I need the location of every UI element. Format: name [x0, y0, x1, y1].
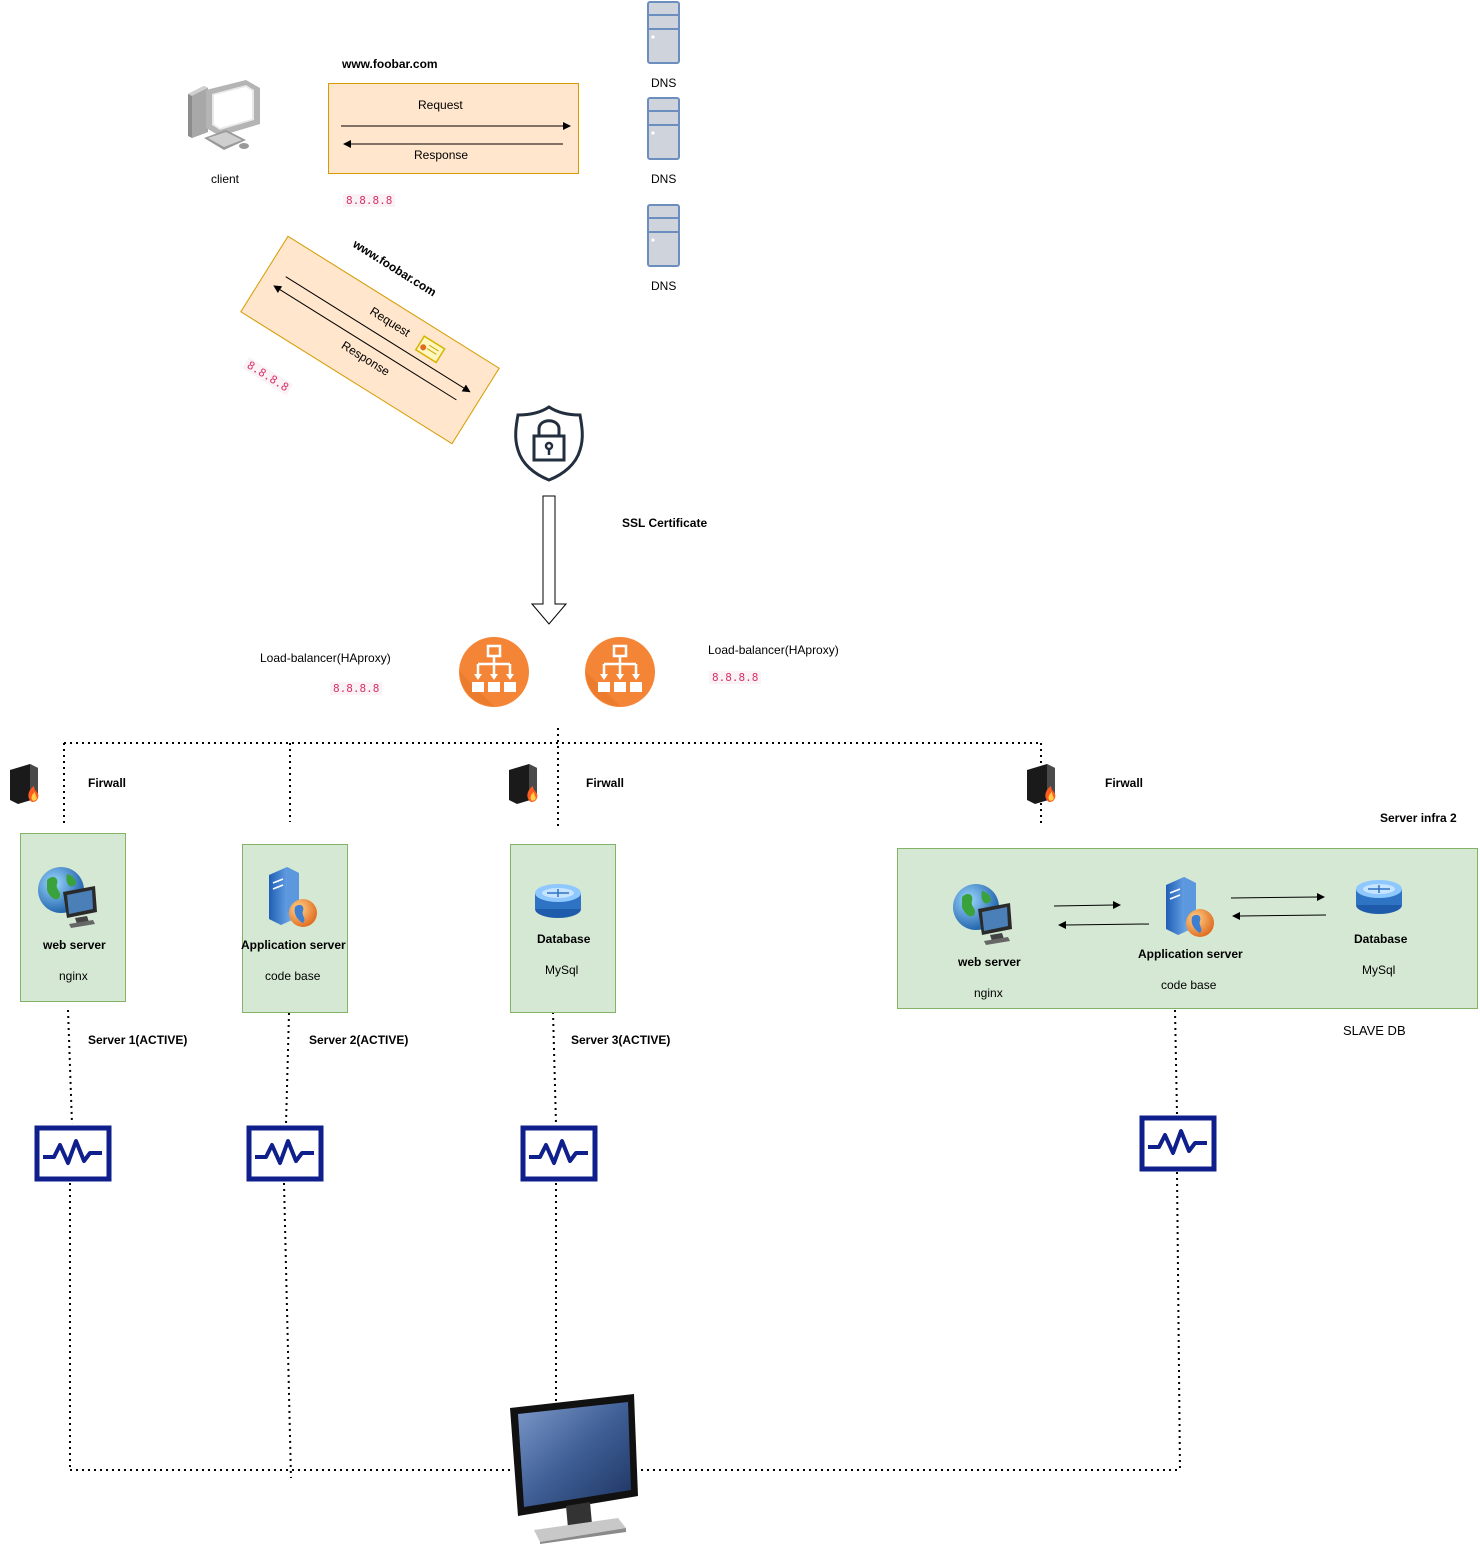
ssl-shield-lock-icon: [510, 404, 588, 482]
infra2-db-title: Database: [1354, 932, 1408, 946]
top-request-arrows: [341, 122, 571, 148]
dns-server-icon: [647, 97, 681, 161]
top-response-label: Response: [414, 148, 469, 162]
web-server-globe-icon: [952, 883, 1018, 945]
firewall-icon: [1025, 762, 1061, 804]
infra2-app-subtitle: code base: [1161, 978, 1217, 992]
application-server-icon: [265, 865, 321, 929]
server-2-title: Application server: [241, 938, 346, 952]
dns-server-icon: [647, 204, 681, 268]
server-3-subtitle: MySql: [545, 963, 579, 977]
monitoring-icon: [246, 1125, 324, 1182]
web-server-globe-icon: [37, 866, 103, 928]
firewall-label-1: Firwall: [88, 776, 127, 790]
firewall-label-2: Firwall: [586, 776, 625, 790]
monitoring-icon: [34, 1125, 112, 1182]
client-computer-icon: [186, 80, 266, 156]
database-icon: [1354, 877, 1404, 917]
infra2-box: web server nginx Application server code…: [897, 848, 1478, 1009]
monitoring-icon: [1139, 1115, 1217, 1172]
server-1-status: Server 1(ACTIVE): [88, 1033, 188, 1047]
server-1-subtitle: nginx: [59, 969, 88, 983]
top-domain-label: www.foobar.com: [342, 57, 438, 71]
infra2-db-subtitle: MySql: [1362, 963, 1396, 977]
dns-label-2: DNS: [651, 172, 677, 186]
ssl-down-arrow: [530, 495, 568, 625]
server-3-status: Server 3(ACTIVE): [571, 1033, 671, 1047]
infra2-web-title: web server: [958, 955, 1021, 969]
firewall-label-3: Firwall: [1105, 776, 1144, 790]
slave-db-label: SLAVE DB: [1343, 1023, 1406, 1038]
infra2-app-title: Application server: [1138, 947, 1243, 961]
firewall-icon: [8, 762, 44, 804]
server-2-subtitle: code base: [265, 969, 321, 983]
top-request-label: Request: [418, 98, 463, 112]
dns-label-1: DNS: [651, 76, 677, 90]
server-2-box: Application server code base: [241, 844, 348, 1013]
load-balancer-icon: [458, 636, 530, 708]
server-3-title: Database: [537, 932, 591, 946]
database-icon: [533, 881, 583, 921]
infra2-web-subtitle: nginx: [974, 986, 1003, 1000]
certificate-icon: [414, 335, 446, 364]
load-balancer-label-2: Load-balancer(HAproxy): [708, 643, 839, 657]
load-balancer-ip-2: 8.8.8.8: [709, 671, 762, 684]
server-1-box: web server nginx: [20, 833, 126, 1002]
monitoring-icon: [520, 1125, 598, 1182]
application-server-icon: [1162, 875, 1218, 939]
client-label: client: [211, 172, 240, 186]
top-request-box: Request Response: [328, 83, 579, 174]
infra2-label: Server infra 2: [1380, 811, 1457, 825]
server-1-title: web server: [43, 938, 106, 952]
ssl-certificate-label: SSL Certificate: [622, 516, 708, 530]
dns-server-icon: [647, 1, 681, 65]
infra2-arrows: [1053, 893, 1327, 929]
top-ip-address: 8.8.8.8: [343, 194, 396, 207]
firewall-icon: [507, 762, 543, 804]
load-balancer-ip-1: 8.8.8.8: [330, 682, 383, 695]
load-balancer-label-1: Load-balancer(HAproxy): [260, 651, 391, 665]
console-monitor-icon: [506, 1392, 642, 1544]
server-2-status: Server 2(ACTIVE): [309, 1033, 409, 1047]
secure-request-arrows: [273, 276, 471, 401]
dns-label-3: DNS: [651, 279, 677, 293]
load-balancer-icon: [584, 636, 656, 708]
server-3-box: Database MySql: [510, 844, 616, 1013]
secure-request-group: www.foobar.com Request Response: [240, 235, 500, 445]
